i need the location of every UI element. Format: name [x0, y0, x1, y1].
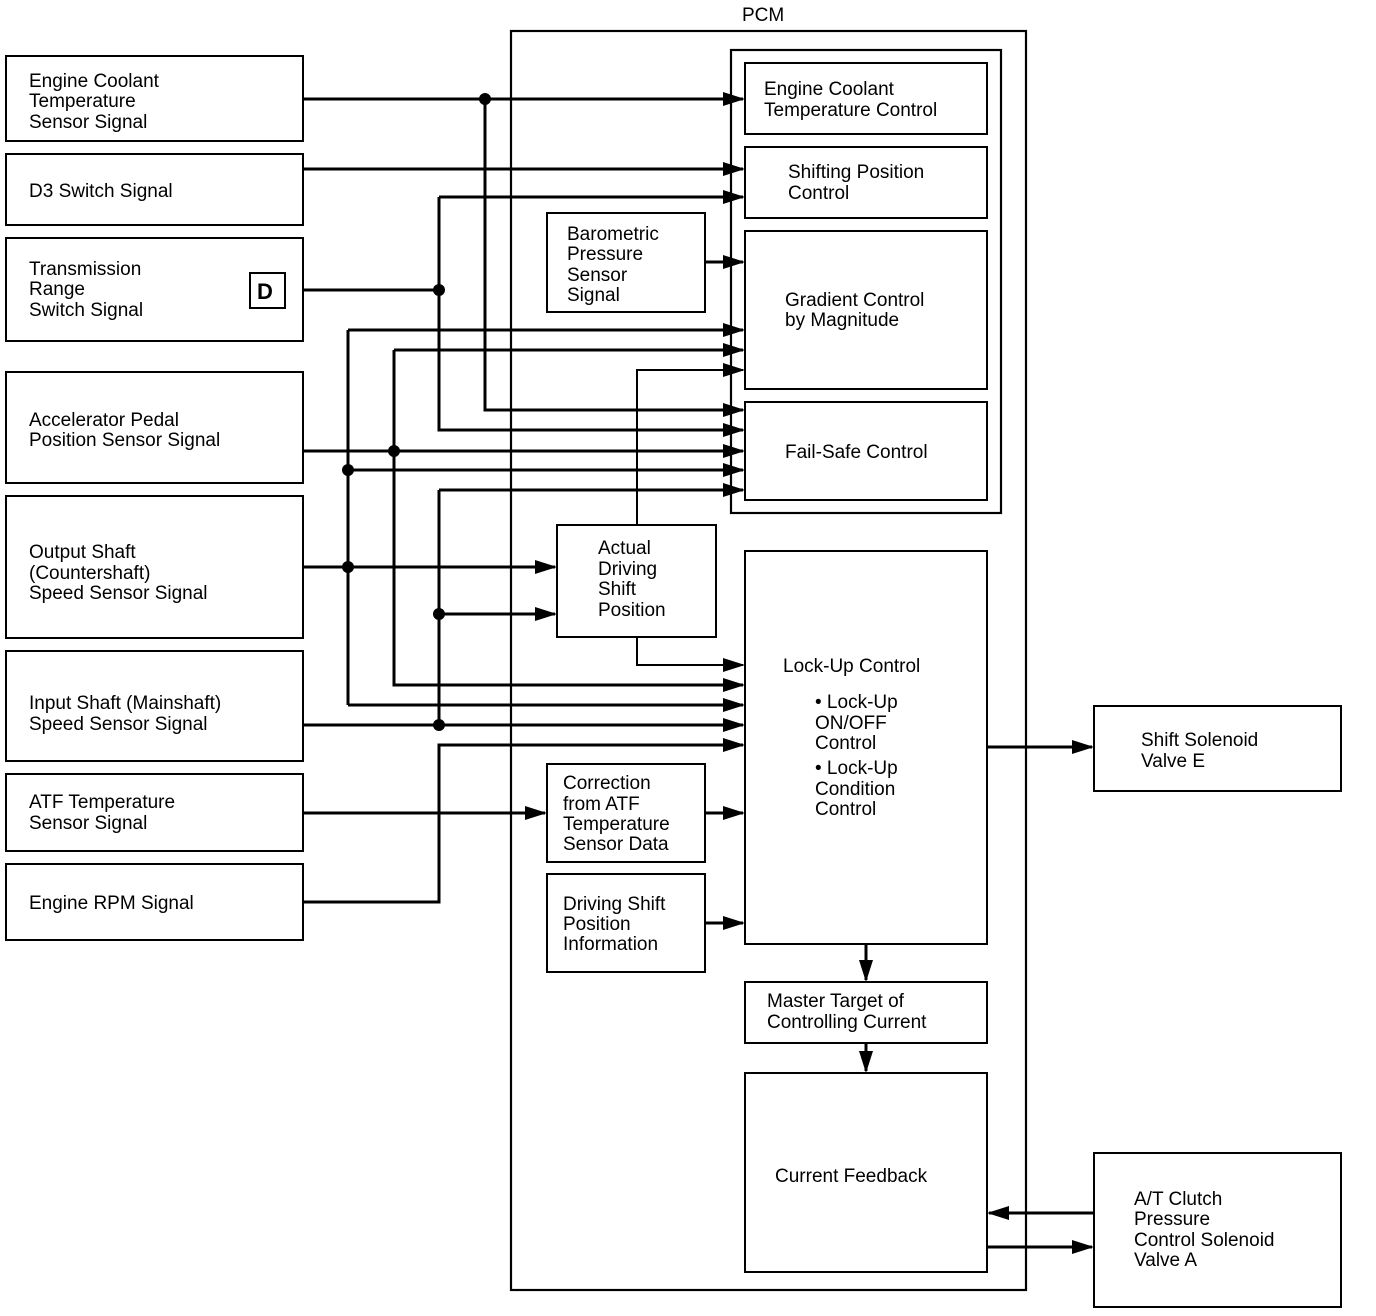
junction-dot: [479, 93, 491, 105]
input-d3-switch-label: D3 Switch Signal: [29, 181, 173, 202]
wire-ect-to-fail-safe: [483, 99, 745, 417]
block-shifting-position: Shifting Position Control: [744, 146, 988, 219]
input-engine-coolant: Engine Coolant Temperature Sensor Signal: [5, 55, 304, 142]
block-lockup-label: Lock-Up Control: [783, 656, 920, 677]
input-accelerator-pedal-label: Accelerator Pedal Position Sensor Signal: [29, 410, 220, 451]
input-transmission-range: Transmission Range Switch Signal D: [5, 237, 304, 342]
input-input-shaft-label: Input Shaft (Mainshaft) Speed Sensor Sig…: [29, 693, 227, 735]
lockup-item-condition: • Lock-Up Condition Control: [815, 758, 903, 820]
block-atf-correction-label: Correction from ATF Temperature Sensor D…: [563, 773, 675, 855]
input-atf-temperature: ATF Temperature Sensor Signal: [5, 773, 304, 852]
upper-control-group: [729, 48, 1003, 515]
block-driving-info: Driving Shift Position Information: [546, 873, 706, 973]
block-barometric: Barometric Pressure Sensor Signal: [546, 212, 706, 313]
wire-range-to-fail-safe: [437, 197, 745, 437]
block-driving-info-label: Driving Shift Position Information: [563, 894, 671, 955]
block-shifting-position-label: Shifting Position Control: [788, 162, 930, 204]
block-barometric-label: Barometric Pressure Sensor Signal: [567, 224, 664, 306]
lockup-item-on-off: • Lock-Up ON/OFF Control: [815, 692, 903, 754]
block-atf-correction: Correction from ATF Temperature Sensor D…: [546, 763, 706, 863]
junction-dot: [342, 561, 354, 573]
pcm-title: PCM: [742, 5, 784, 26]
input-engine-rpm-label: Engine RPM Signal: [29, 893, 194, 914]
d-position-badge-label: D: [257, 279, 273, 304]
block-master-target-label: Master Target of Controlling Current: [767, 991, 927, 1033]
junction-dot: [433, 284, 445, 296]
junction-dot: [342, 464, 354, 476]
block-ect-control-label: Engine Coolant Temperature Control: [764, 79, 937, 121]
output-clutch-solenoid-label: A/T Clutch Pressure Control Solenoid Val…: [1134, 1189, 1280, 1271]
input-atf-temperature-label: ATF Temperature Sensor Signal: [29, 792, 180, 834]
wire-actual-driving-to-gradient: [636, 363, 745, 525]
block-actual-driving: Actual Driving Shift Position: [556, 524, 717, 638]
input-transmission-range-label: Transmission Range Switch Signal: [29, 259, 147, 321]
input-input-shaft: Input Shaft (Mainshaft) Speed Sensor Sig…: [5, 650, 304, 762]
block-master-target: Master Target of Controlling Current: [744, 981, 988, 1044]
input-engine-rpm: Engine RPM Signal: [5, 863, 304, 941]
input-d3-switch: D3 Switch Signal: [5, 153, 304, 226]
d-position-badge: [249, 272, 286, 309]
pcm-frame: [509, 29, 1028, 1292]
block-ect-control: Engine Coolant Temperature Control: [744, 62, 988, 135]
signal-wiring: [303, 92, 1094, 1254]
input-engine-coolant-label: Engine Coolant Temperature Sensor Signal: [29, 71, 164, 133]
output-shift-solenoid: Shift Solenoid Valve E: [1093, 705, 1342, 792]
input-accelerator-pedal: Accelerator Pedal Position Sensor Signal: [5, 371, 304, 484]
block-fail-safe: Fail-Safe Control: [744, 401, 988, 501]
wire-accel-to-lockup: [392, 350, 745, 692]
block-current-feedback: Current Feedback: [744, 1072, 988, 1273]
wire-actual-driving-to-lockup: [636, 637, 745, 672]
junction-dot: [388, 445, 400, 457]
wire-rpm-to-lockup: [303, 738, 745, 904]
input-output-shaft: Output Shaft (Countershaft) Speed Sensor…: [5, 495, 304, 639]
output-clutch-solenoid: A/T Clutch Pressure Control Solenoid Val…: [1093, 1152, 1342, 1308]
output-shift-solenoid-label: Shift Solenoid Valve E: [1141, 730, 1264, 772]
input-output-shaft-label: Output Shaft (Countershaft) Speed Sensor…: [29, 542, 208, 604]
block-gradient-label: Gradient Control by Magnitude: [785, 290, 930, 331]
block-gradient: Gradient Control by Magnitude: [744, 230, 988, 390]
block-actual-driving-label: Actual Driving Shift Position: [598, 538, 666, 621]
block-fail-safe-label: Fail-Safe Control: [785, 442, 928, 463]
junction-dot: [433, 719, 445, 731]
junction-dot: [433, 608, 445, 620]
block-current-feedback-label: Current Feedback: [775, 1166, 928, 1187]
block-lockup: Lock-Up Control • Lock-Up ON/OFF Control…: [744, 550, 988, 945]
